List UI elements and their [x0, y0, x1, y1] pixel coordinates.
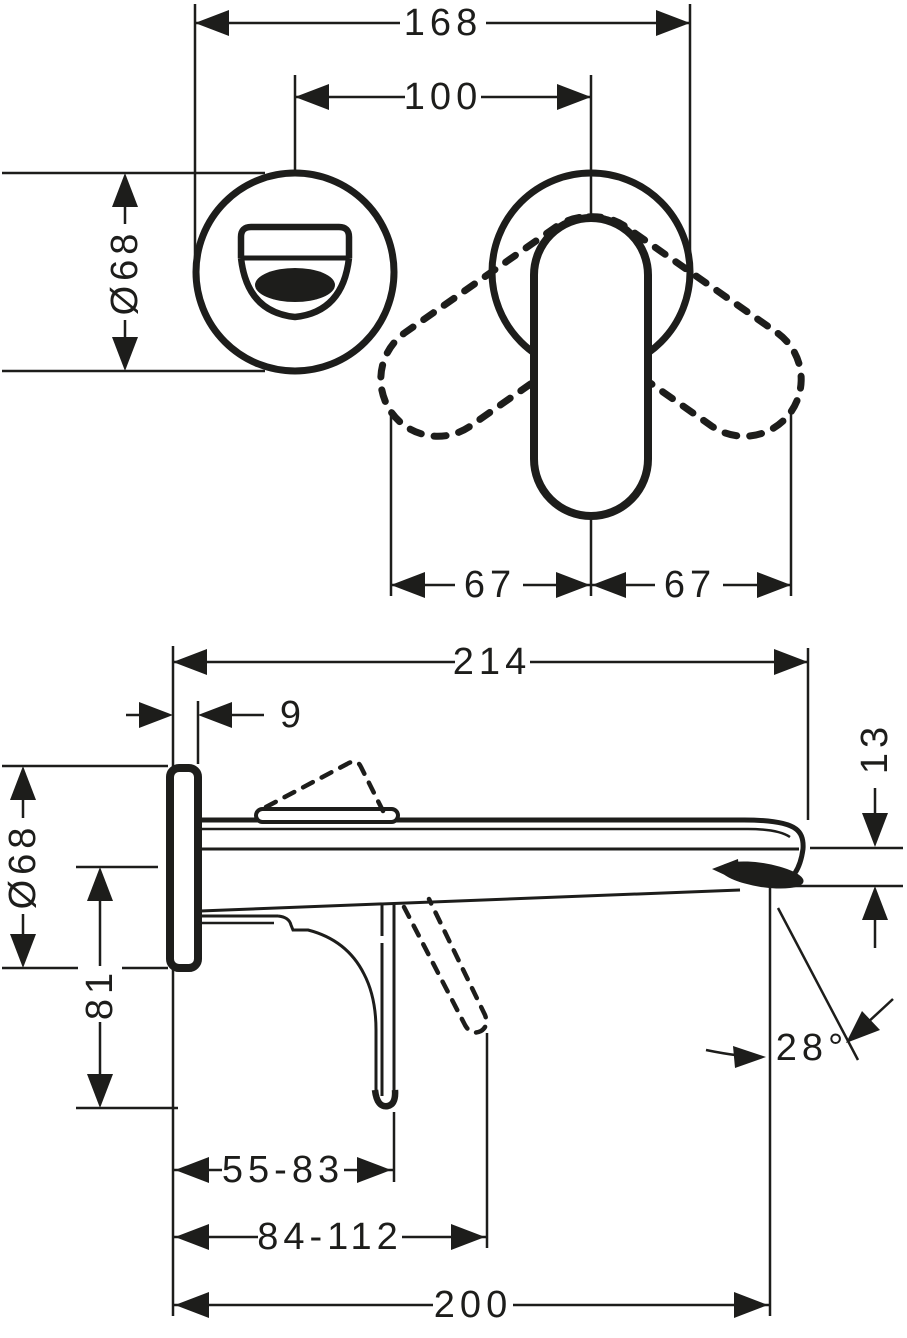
dimension-tip-thickness: 13: [854, 722, 896, 948]
arrowhead-right: [357, 1157, 391, 1183]
dim-swing-right-label: 67: [664, 564, 716, 606]
mixer-body: [198, 903, 399, 1110]
arrowhead-left: [592, 572, 626, 598]
spout-underside-line: [199, 888, 741, 913]
dimension-plate-depth: 9: [126, 694, 306, 736]
dimension-spout-angle: 28°: [705, 907, 894, 1069]
arrowhead-right: [774, 649, 808, 675]
arrowhead-left: [175, 1157, 209, 1183]
side-view: 214 9 Ø68 81: [2, 641, 903, 1326]
arrowhead-left: [195, 10, 229, 36]
spout-profile: [198, 817, 806, 913]
body-bottom-cap: [371, 1089, 399, 1110]
dim-body-drop-label: 81: [79, 968, 121, 1020]
arrowhead-right-pointing: [733, 1046, 766, 1068]
angle-reference-slant-line: [776, 907, 860, 1061]
dim-swing-left-label: 67: [464, 564, 516, 606]
wall-plate-side: [166, 764, 202, 972]
arrowhead-right: [556, 572, 590, 598]
spout-outlet-hole: [255, 268, 335, 302]
arrowhead-up: [87, 867, 113, 901]
arrowhead-up: [862, 886, 888, 920]
spout-top-line: [198, 817, 806, 875]
dim-handle-min-range-label: 55-83: [222, 1149, 344, 1191]
arrowhead-right: [557, 84, 591, 110]
spout-bowl-outline: [237, 257, 353, 321]
arrowhead-down: [10, 934, 36, 968]
dimension-body-drop: 81: [79, 867, 121, 1108]
arrowhead-left: [391, 572, 425, 598]
dim-spout-angle-label: 28°: [776, 1027, 848, 1069]
dim-center-distance-label: 100: [404, 76, 482, 118]
arrowhead-down: [87, 1074, 113, 1108]
arrowhead-left-pointing: [198, 702, 232, 728]
spout-aerator: [720, 861, 804, 889]
spout-top-band: [237, 223, 353, 258]
dim-handle-max-range-label: 84-112: [257, 1216, 403, 1258]
arrowhead-right-pointing: [139, 702, 173, 728]
handle-lowered-dashed: [401, 896, 489, 1035]
arrowhead-left: [175, 1292, 209, 1318]
arrowhead-right: [451, 1224, 485, 1250]
arrowhead-left: [295, 84, 329, 110]
handle-lever-side: [254, 807, 400, 824]
arrowhead-down: [112, 337, 138, 371]
dimension-swing-right: 67: [592, 564, 791, 606]
front-view: 168 100 Ø68: [2, 2, 805, 606]
handle-lever-front: [530, 214, 652, 520]
body-contour-curve: [277, 914, 378, 1090]
spout-front-symbol: [237, 223, 353, 321]
arrowhead-up: [10, 766, 36, 800]
dim-escutcheon-diameter-side-label: Ø68: [2, 823, 44, 910]
dimension-center-distance: 100: [295, 76, 591, 118]
dim-plate-depth-label: 9: [280, 694, 306, 736]
dimension-handle-min-range: 55-83: [173, 1149, 393, 1191]
dim-escutcheon-diameter-front-label: Ø68: [104, 229, 146, 316]
dimension-swing-left: 67: [391, 564, 590, 606]
arrowhead-left: [175, 1224, 209, 1250]
spout-escutcheon-circle: [192, 169, 398, 375]
dim-tip-thickness-label: 13: [854, 722, 896, 774]
arrowhead-left: [173, 649, 207, 675]
dimension-projection: 200: [173, 1284, 770, 1326]
arrowhead-right: [656, 10, 690, 36]
arrowhead-down-left-pointing: [846, 1011, 880, 1043]
dim-projection-label: 200: [434, 1284, 512, 1326]
arrowhead-down: [862, 813, 888, 847]
dimension-reach: 214: [173, 641, 808, 683]
spout-upper-edge-line: [198, 827, 791, 839]
arrowhead-up: [112, 173, 138, 207]
dimension-escutcheon-diameter-side: Ø68: [2, 766, 44, 968]
spout-aerator-tail: [712, 859, 740, 882]
dimension-handle-max-range: 84-112: [173, 1216, 487, 1258]
handle-raised-dashed: [263, 759, 386, 814]
arrowhead-right: [757, 572, 791, 598]
arrowhead-right: [734, 1292, 768, 1318]
dimension-escutcheon-diameter-front: Ø68: [104, 173, 146, 371]
dim-overall-width-label: 168: [404, 2, 482, 44]
dim-reach-label: 214: [453, 641, 531, 683]
dimension-overall-width: 168: [195, 2, 690, 44]
